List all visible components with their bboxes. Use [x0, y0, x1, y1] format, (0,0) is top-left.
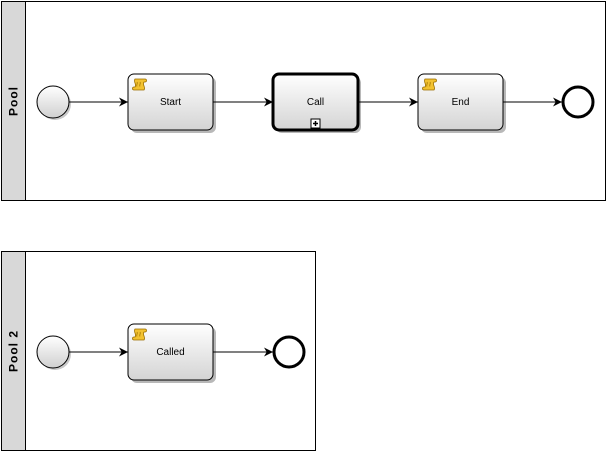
- end-event[interactable]: [561, 85, 595, 119]
- end-event[interactable]: [272, 335, 306, 369]
- script-task-start[interactable]: Start: [127, 73, 216, 133]
- pool-2[interactable]: Pool 2 Called: [1, 251, 316, 451]
- task-label: Call: [307, 97, 324, 108]
- start-event[interactable]: [36, 85, 70, 119]
- task-label: Called: [156, 347, 184, 358]
- script-task-end[interactable]: End: [417, 73, 506, 133]
- start-event[interactable]: [36, 335, 70, 369]
- task-label: Start: [160, 97, 181, 108]
- expand-plus-icon[interactable]: [310, 118, 321, 129]
- pool-1[interactable]: Pool Start Call: [1, 1, 606, 201]
- script-task-called[interactable]: Called: [127, 323, 216, 383]
- task-label: End: [452, 97, 470, 108]
- pool-1-header[interactable]: [1, 1, 26, 201]
- pool-2-label: Pool 2: [7, 330, 21, 372]
- call-activity[interactable]: Call: [271, 72, 361, 133]
- pool-1-label: Pool: [7, 86, 21, 116]
- pool-2-header[interactable]: [1, 251, 26, 451]
